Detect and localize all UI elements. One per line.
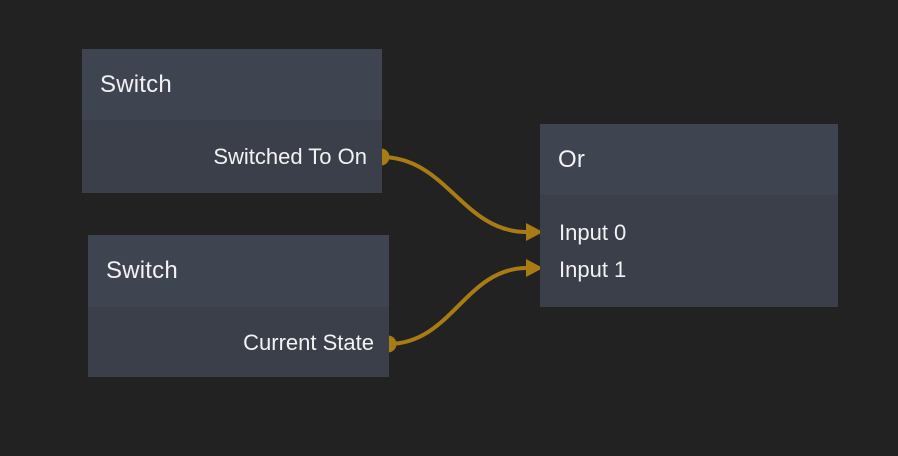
- node-or[interactable]: Or Input 0 Input 1: [540, 124, 838, 307]
- node-or-body: Input 0 Input 1: [540, 195, 838, 307]
- node-title: Switch: [106, 257, 178, 284]
- input-row-1[interactable]: Input 1: [559, 251, 838, 288]
- wire-current-state-to-input-1[interactable]: [387, 266, 528, 346]
- node-switch-2[interactable]: Switch Current State: [88, 235, 389, 377]
- wire-arrowhead-input-0-icon: [526, 223, 543, 241]
- output-label-switched-to-on: Switched To On: [213, 144, 367, 169]
- node-title: Or: [558, 145, 586, 173]
- node-or-header[interactable]: Or: [540, 124, 838, 195]
- input-row-0[interactable]: Input 0: [559, 214, 838, 251]
- node-switch-1-body: Switched To On: [82, 120, 382, 193]
- input-label-1: Input 1: [559, 257, 627, 282]
- node-switch-2-body: Current State: [88, 307, 389, 377]
- node-switch-1-header[interactable]: Switch: [82, 49, 382, 120]
- input-label-0: Input 0: [559, 220, 627, 245]
- node-switch-1[interactable]: Switch Switched To On: [82, 49, 382, 193]
- output-label-current-state: Current State: [243, 329, 374, 355]
- node-title: Switch: [100, 70, 172, 98]
- wire-arrowhead-input-1-icon: [526, 259, 543, 277]
- node-switch-2-header[interactable]: Switch: [88, 235, 389, 307]
- wire-switched-to-on-to-input-0[interactable]: [380, 155, 528, 234]
